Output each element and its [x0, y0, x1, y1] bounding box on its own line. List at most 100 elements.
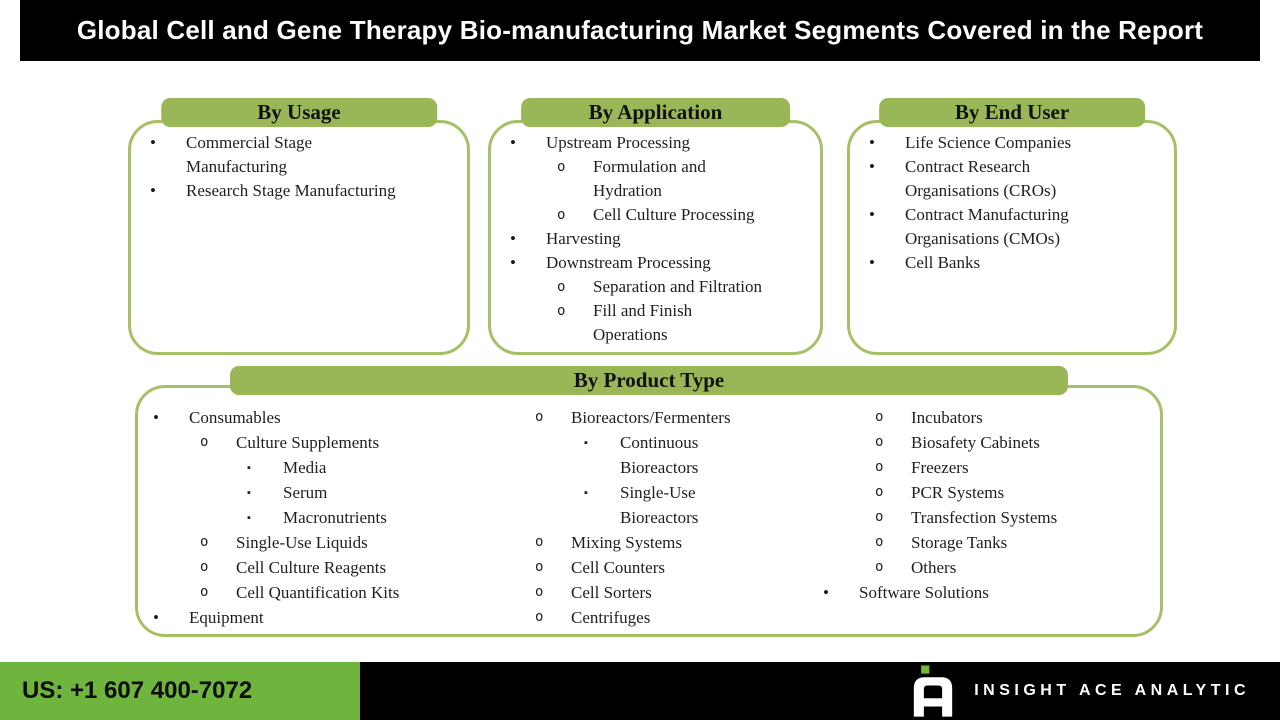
list-item: • Cell Banks — [850, 251, 1174, 275]
list-item: o Cell Counters — [520, 555, 815, 580]
list-item-label: Harvesting — [546, 229, 621, 248]
bullet-marker: o — [535, 409, 544, 425]
bullet-marker: o — [535, 534, 544, 550]
list-item-label: Cell Culture Processing — [593, 205, 755, 224]
list-item-label: Software Solutions — [859, 583, 989, 602]
bullet-marker: o — [200, 584, 209, 600]
list-item: ▪Continuous Bioreactors — [520, 430, 815, 480]
list-item-label: Bioreactors/Fermenters — [571, 408, 731, 427]
bullet-marker: • — [869, 157, 875, 176]
list-item-label: Fill and Finish Operations — [593, 301, 693, 344]
segment-list-by-usage: • Commercial Stage Manufacturing • Research… — [131, 123, 467, 203]
segment-header-by-end-user: By End User — [879, 98, 1145, 127]
bullet-marker: o — [557, 303, 566, 319]
bullet-marker: o — [875, 559, 884, 575]
list-item-label: Cell Banks — [905, 253, 981, 272]
list-item: o PCR Systems — [815, 480, 1160, 505]
bullet-marker: ▪ — [247, 487, 251, 499]
title-bar: Global Cell and Gene Therapy Bio-manufac… — [20, 0, 1260, 61]
bullet-marker: • — [869, 133, 875, 152]
bullet-marker: o — [557, 207, 566, 223]
segment-box-by-end-user: By End User •Life Science Companies•Cont… — [847, 98, 1177, 355]
bullet-marker: • — [150, 181, 156, 200]
bullet-marker: • — [510, 133, 516, 152]
list-item: o Cell Culture Reagents — [138, 555, 520, 580]
list-item: o Fill and Finish Operations — [491, 299, 820, 347]
list-item-label: Formulation and Hydration — [593, 157, 706, 200]
list-item: o Bioreactors/Fermenters — [520, 405, 815, 430]
list-item-label: Mixing Systems — [571, 533, 682, 552]
bullet-marker: ▪ — [247, 462, 251, 474]
list-item-label: Research Stage Manufacturing — [186, 181, 396, 200]
list-item: •Contract Manufacturing Organisations (C… — [850, 203, 1174, 251]
list-item-label: Downstream Processing — [546, 253, 711, 272]
list-item-label: Others — [911, 558, 957, 577]
list-item-label: Continuous Bioreactors — [620, 433, 699, 477]
bullet-marker: • — [150, 133, 156, 152]
list-item: o Separation and Filtration — [491, 275, 820, 299]
list-item: • Commercial Stage Manufacturing — [131, 131, 467, 179]
bullet-marker: • — [510, 229, 516, 248]
list-item-label: Cell Quantification Kits — [236, 583, 400, 602]
segment-header-by-application: By Application — [520, 98, 791, 127]
list-item-label: Separation and Filtration — [593, 277, 763, 296]
bullet-marker: • — [823, 583, 829, 602]
bullet-marker: • — [869, 205, 875, 224]
list-item-label: Incubators — [911, 408, 983, 427]
bullet-marker: • — [510, 253, 516, 272]
list-item-label: Life Science Companies — [905, 133, 1072, 152]
list-item-label: Single-Use Bioreactors — [620, 483, 699, 527]
bullet-marker: o — [200, 559, 209, 575]
list-item-label: Single-Use Liquids — [236, 533, 368, 552]
list-item: o Transfection Systems — [815, 505, 1160, 530]
list-item-label: Serum — [283, 483, 328, 502]
list-item-label: Contract Research Organisations (CROs) — [905, 157, 1057, 200]
bullet-marker: o — [200, 534, 209, 550]
list-item-label: Upstream Processing — [546, 133, 691, 152]
list-item: o Single-Use Liquids — [138, 530, 520, 555]
list-item: ▪Media — [138, 455, 520, 480]
list-item: ▪ Single-Use Bioreactors — [520, 480, 815, 530]
bullet-marker: o — [557, 279, 566, 295]
bullet-marker: o — [875, 534, 884, 550]
bullet-marker: ▪ — [584, 487, 588, 499]
footer-bar: US: +1 607 400-7072 INSIGHT ACE ANALYTIC — [0, 662, 1280, 720]
page-title: Global Cell and Gene Therapy Bio-manufac… — [76, 15, 1204, 45]
list-item-label: Culture Supplements — [236, 433, 380, 452]
list-item: • Downstream Processing — [491, 251, 820, 275]
phone-number: US: +1 607 400-7072 — [0, 662, 360, 720]
list-item-label: Cell Counters — [571, 558, 665, 577]
list-item: •Consumables — [138, 405, 520, 430]
bullet-marker: o — [535, 609, 544, 625]
segment-header-by-product-type: By Product Type — [229, 366, 1069, 395]
list-item-label: Transfection Systems — [911, 508, 1058, 527]
list-item-label: PCR Systems — [911, 483, 1005, 502]
bullet-marker: • — [153, 408, 159, 427]
bullet-marker: o — [875, 509, 884, 525]
insight-ace-logo-icon — [914, 665, 953, 717]
bullet-marker: o — [875, 484, 884, 500]
list-item: ▪ Serum — [138, 480, 520, 505]
list-item-label: Commercial Stage Manufacturing — [186, 133, 313, 176]
bullet-marker: • — [869, 253, 875, 272]
list-item: • Research Stage Manufacturing — [131, 179, 467, 203]
bullet-marker: o — [535, 559, 544, 575]
segment-list-by-end-user: • Life Science Companies • Contract Researc… — [850, 123, 1174, 275]
list-item-label: Biosafety Cabinets — [911, 433, 1040, 452]
brand-block: INSIGHT ACE ANALYTIC — [912, 662, 1250, 720]
list-item-label: Cell Culture Reagents — [236, 558, 387, 577]
